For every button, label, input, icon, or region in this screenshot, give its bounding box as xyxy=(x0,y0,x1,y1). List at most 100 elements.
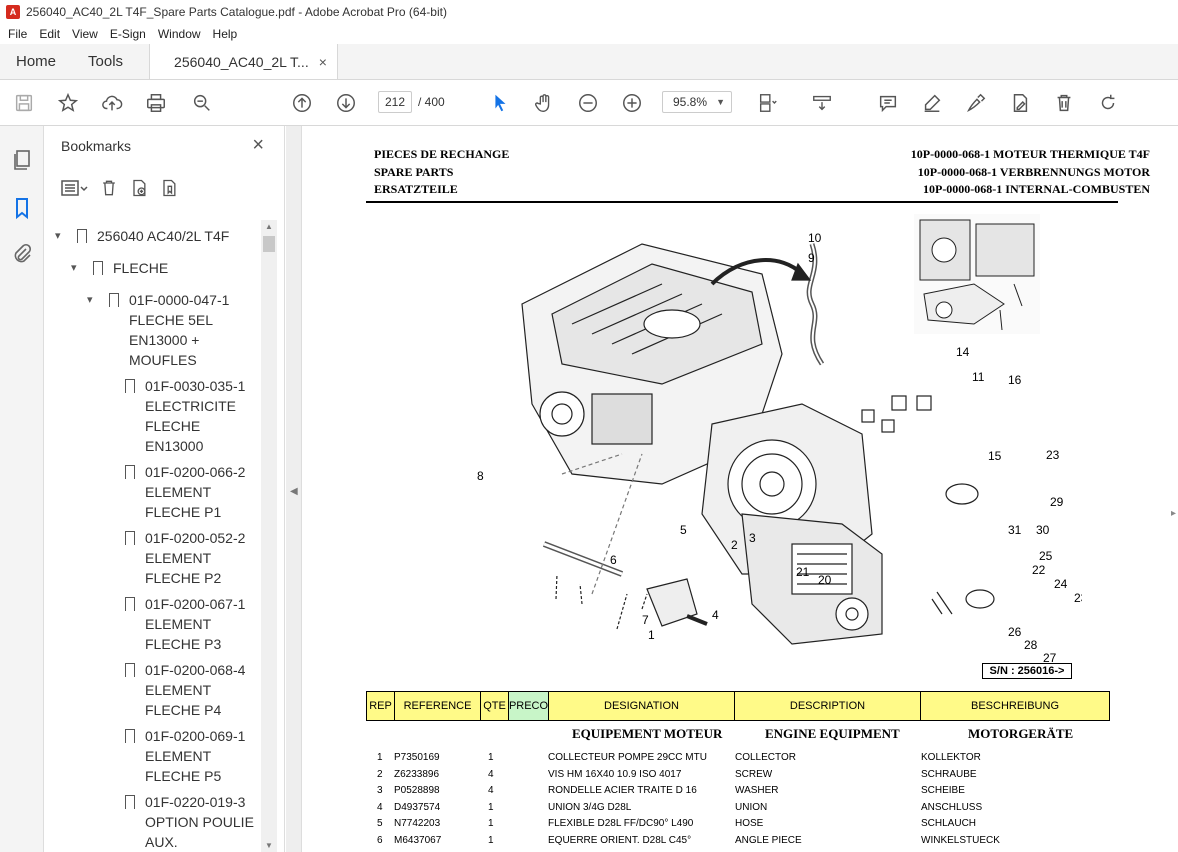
pages-panel-icon[interactable] xyxy=(10,148,34,172)
previous-page-icon[interactable] xyxy=(290,91,314,115)
callout-label: 26 xyxy=(1008,625,1022,639)
upload-cloud-icon[interactable] xyxy=(100,91,124,115)
bookmark-options-icon[interactable] xyxy=(59,178,89,201)
callout-label: 20 xyxy=(818,573,832,587)
edit-pdf-icon[interactable] xyxy=(1008,91,1032,115)
bookmark-item[interactable]: 01F-0200-068-4 ELEMENT FLECHE P4 xyxy=(125,660,245,720)
delete-bookmark-icon[interactable] xyxy=(99,178,119,201)
select-cursor-icon[interactable] xyxy=(488,91,512,115)
bookmark-item[interactable]: 01F-0030-035-1 ELECTRICITE FLECHE EN1300… xyxy=(125,376,245,456)
callout-label: 2 xyxy=(731,538,738,552)
menu-esign[interactable]: E-Sign xyxy=(109,27,146,41)
panel-splitter[interactable]: ◀ xyxy=(286,126,302,852)
hand-tool-icon[interactable] xyxy=(532,91,556,115)
delete-icon[interactable] xyxy=(1052,91,1076,115)
chevron-down-icon[interactable]: ▾ xyxy=(71,262,77,274)
tab-bar: Home Tools 256040_AC40_2L T... × xyxy=(0,44,1178,80)
callout-label: 1 xyxy=(648,628,655,642)
bookmark-item[interactable]: ▾256040 AC40/2L T4F xyxy=(55,228,230,247)
callout-label: 11 xyxy=(972,370,985,384)
zoom-out-icon[interactable] xyxy=(576,91,600,115)
callout-label: 23 xyxy=(1074,591,1082,605)
header-line: 10P-0000-068-1 INTERNAL-COMBUSTEN xyxy=(922,182,1150,196)
attachments-paperclip-icon[interactable] xyxy=(10,242,34,266)
zoom-search-icon[interactable] xyxy=(190,91,214,115)
header-line: 10P-0000-068-1 MOTEUR THERMIQUE T4F xyxy=(910,147,1150,161)
bookmark-icon xyxy=(125,465,135,483)
menu-file[interactable]: File xyxy=(8,27,28,41)
chevron-down-icon[interactable]: ▾ xyxy=(55,230,61,242)
tab-home[interactable]: Home xyxy=(16,53,57,70)
bookmarks-panel: Bookmarks × ▾256040 AC40/2L T4F ▾FLECHE … xyxy=(45,126,285,852)
close-panel-icon[interactable]: × xyxy=(252,134,264,156)
next-page-icon[interactable] xyxy=(334,91,358,115)
page-header-right: 10P-0000-068-1 MOTEUR THERMIQUE T4F 10P-… xyxy=(911,146,1150,199)
title-bar: A 256040_AC40_2L T4F_Spare Parts Catalog… xyxy=(0,0,1178,24)
callout-label: 6 xyxy=(610,553,617,567)
collapse-panel-icon[interactable]: ◀ xyxy=(290,486,298,497)
scrollbar-thumb[interactable] xyxy=(263,236,275,252)
col-description: DESCRIPTION xyxy=(735,692,921,720)
bookmarks-scrollbar[interactable]: ▲ ▼ xyxy=(261,220,277,852)
bookmark-item[interactable]: 01F-0200-067-1 ELEMENT FLECHE P3 xyxy=(125,594,245,654)
scroll-mode-icon[interactable] xyxy=(810,91,834,115)
callout-label: 25 xyxy=(1039,549,1053,563)
bookmark-item[interactable]: 01F-0200-052-2 ELEMENT FLECHE P2 xyxy=(125,528,245,588)
fit-page-icon[interactable] xyxy=(756,91,780,115)
tab-document-label: 256040_AC40_2L T... xyxy=(174,53,309,70)
callout-label: 31 xyxy=(1008,523,1022,537)
scroll-up-icon[interactable]: ▲ xyxy=(265,222,273,231)
bookmark-item[interactable]: 01F-0220-019-3 OPTION POULIE AUX. xyxy=(125,792,254,852)
save-icon[interactable] xyxy=(12,91,36,115)
bookmarks-toolbar xyxy=(59,176,179,202)
menu-help[interactable]: Help xyxy=(212,27,238,41)
callout-label: 7 xyxy=(642,613,649,627)
window-title: 256040_AC40_2L T4F_Spare Parts Catalogue… xyxy=(26,5,447,19)
chevron-down-icon: ▼ xyxy=(716,97,725,107)
callout-label: 24 xyxy=(1054,577,1068,591)
bookmark-item[interactable]: ▾01F-0000-047-1 FLECHE 5EL EN13000 + MOU… xyxy=(87,292,230,368)
menu-edit[interactable]: Edit xyxy=(39,27,61,41)
bookmark-icon xyxy=(125,729,135,747)
star-icon[interactable] xyxy=(56,91,80,115)
page-header-left: PIECES DE RECHANGE SPARE PARTS ERSATZTEI… xyxy=(374,146,509,199)
comment-icon[interactable] xyxy=(876,91,900,115)
bookmark-icon xyxy=(77,229,87,247)
bookmarks-panel-icon[interactable] xyxy=(10,196,34,220)
bookmark-icon xyxy=(125,795,135,813)
highlight-pen-icon[interactable] xyxy=(920,91,944,115)
callout-label: 30 xyxy=(1036,523,1050,537)
menu-window[interactable]: Window xyxy=(157,27,201,41)
tab-document[interactable]: 256040_AC40_2L T... × xyxy=(149,44,338,79)
acrobat-icon: A xyxy=(6,5,20,19)
new-bookmark-icon[interactable] xyxy=(129,178,149,201)
zoom-level-value: 95.8% xyxy=(673,95,708,109)
tab-close-icon[interactable]: × xyxy=(318,53,327,70)
callout-label: 29 xyxy=(1050,495,1064,509)
scroll-down-icon[interactable]: ▼ xyxy=(265,841,273,850)
chevron-down-icon[interactable]: ▾ xyxy=(87,294,93,306)
rotate-icon[interactable] xyxy=(1096,91,1120,115)
menu-bar: File Edit View E-Sign Window Help xyxy=(0,24,1178,44)
print-icon[interactable] xyxy=(144,91,168,115)
zoom-level-select[interactable]: 95.8% ▼ xyxy=(662,91,732,113)
sign-icon[interactable] xyxy=(964,91,988,115)
tab-tools[interactable]: Tools xyxy=(88,53,124,70)
section-title-en: ENGINE EQUIPMENT xyxy=(765,726,900,741)
menu-view[interactable]: View xyxy=(72,27,98,41)
bookmark-item[interactable]: 01F-0200-066-2 ELEMENT FLECHE P1 xyxy=(125,462,245,522)
new-bookmark-from-structure-icon[interactable] xyxy=(159,178,179,201)
page-total: / 400 xyxy=(418,95,445,109)
section-title-fr: EQUIPEMENT MOTEUR xyxy=(572,726,723,741)
scroll-indicator-icon[interactable]: ▸ xyxy=(1170,508,1176,519)
bookmark-icon xyxy=(125,597,135,615)
callout-label: 21 xyxy=(796,565,810,579)
bookmark-item[interactable]: ▾FLECHE xyxy=(71,260,169,279)
callout-label: 3 xyxy=(749,531,756,545)
col-rep: REP xyxy=(367,692,395,720)
callout-label: 28 xyxy=(1024,638,1038,652)
document-viewport[interactable]: PIECES DE RECHANGE SPARE PARTS ERSATZTEI… xyxy=(302,126,1178,852)
bookmark-item[interactable]: 01F-0200-069-1 ELEMENT FLECHE P5 xyxy=(125,726,245,786)
page-number-input[interactable]: 212 xyxy=(378,91,412,113)
zoom-in-icon[interactable] xyxy=(620,91,644,115)
